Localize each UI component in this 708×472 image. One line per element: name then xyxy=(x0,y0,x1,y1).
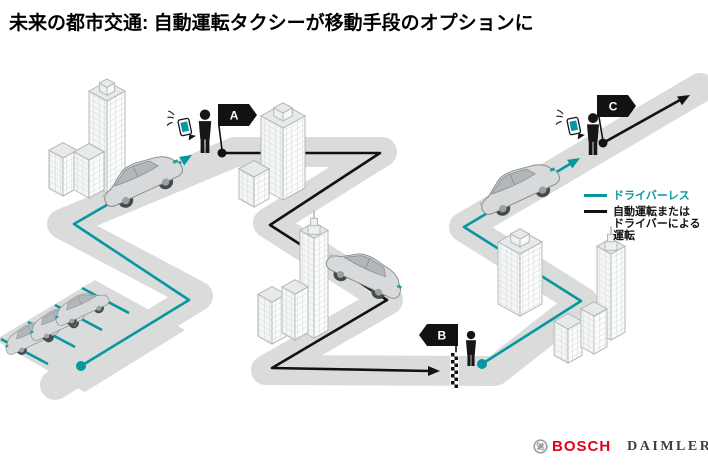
parked-taxi xyxy=(55,293,110,326)
passenger-c xyxy=(587,113,599,155)
building xyxy=(579,301,609,355)
legend: ドライバーレス 自動運転または ドライバーによる 運転 xyxy=(584,190,700,246)
flag-pole xyxy=(598,116,604,142)
legend-automated-label: 自動運転または ドライバーによる 運転 xyxy=(613,206,701,242)
building xyxy=(280,279,310,341)
route-start-dot xyxy=(76,361,86,371)
building xyxy=(72,142,106,199)
svg-text:B: B xyxy=(438,329,447,343)
page-title: 未来の都市交通: 自動運転タクシーが移動手段のオプションに xyxy=(9,13,534,34)
building xyxy=(496,228,544,317)
bosch-logo: BOSCH xyxy=(533,438,611,455)
daimler-wordmark: DAIMLER xyxy=(627,438,708,454)
building xyxy=(237,159,271,208)
driverless-taxi-right xyxy=(479,164,560,216)
marker-b-flag: B xyxy=(419,324,458,346)
route-arrowhead xyxy=(428,366,440,376)
stop-c-dot xyxy=(598,138,608,148)
legend-item-automated: 自動運転または ドライバーによる 運転 xyxy=(584,206,700,242)
passenger-a xyxy=(198,109,212,153)
passenger-b xyxy=(465,330,477,366)
stop-a-dot xyxy=(217,148,227,158)
footer-logos: BOSCH DAIMLER xyxy=(533,438,708,455)
bosch-armature-icon xyxy=(533,439,548,454)
flag-pole xyxy=(218,125,223,151)
legend-driverless-label: ドライバーレス xyxy=(613,190,690,202)
marker-c-flag: C xyxy=(597,95,636,117)
legend-item-driverless: ドライバーレス xyxy=(584,190,700,202)
route-arrowhead xyxy=(677,95,690,106)
driverless-line-swatch xyxy=(584,194,607,197)
automated-taxi-middle xyxy=(325,253,402,299)
driverless-taxi-left xyxy=(102,156,183,208)
svg-text:A: A xyxy=(230,109,239,123)
automated-line-swatch xyxy=(584,210,607,213)
building xyxy=(47,142,79,197)
smartphone-hail-icon xyxy=(166,110,196,141)
route-automated-exit xyxy=(602,98,681,145)
smartphone-hail-icon xyxy=(555,109,585,140)
route-start-dot xyxy=(477,359,487,369)
route-arrowhead xyxy=(567,158,580,169)
bosch-wordmark: BOSCH xyxy=(552,438,612,455)
marker-a-flag: A xyxy=(218,104,257,126)
finish-checker-pole xyxy=(450,352,459,389)
building xyxy=(552,313,584,364)
svg-text:C: C xyxy=(609,100,618,114)
route-arrowhead xyxy=(179,155,192,166)
